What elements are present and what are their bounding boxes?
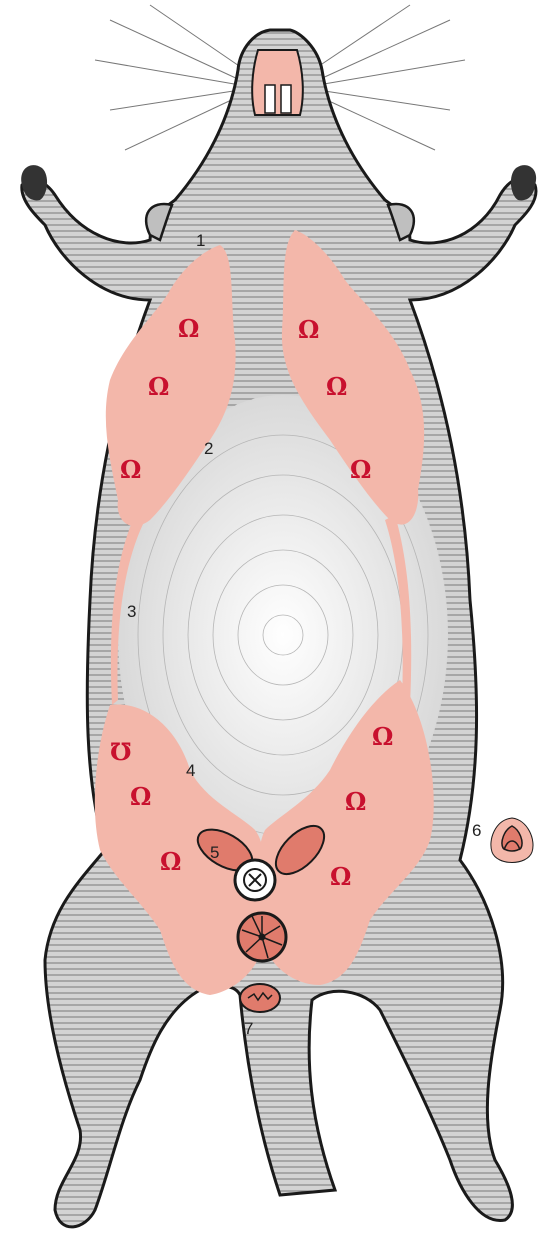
genital-papilla — [240, 984, 280, 1012]
label-6: 6 — [472, 821, 481, 840]
nipple-icon: Ω — [160, 847, 181, 876]
nipple-icon: Ω — [298, 315, 319, 344]
radial-anus-icon — [238, 913, 286, 961]
mouth — [252, 50, 303, 115]
nipple-icon: Ω — [350, 455, 371, 484]
incisor-right — [281, 85, 291, 113]
nipple-icon: Ω — [345, 787, 366, 816]
nipple-icon: Ω — [120, 455, 141, 484]
label-2: 2 — [204, 439, 213, 458]
label-4: 4 — [186, 761, 195, 780]
label-5: 5 — [210, 843, 219, 862]
glans-icon — [491, 818, 533, 863]
nipple-icon: Ω — [148, 372, 169, 401]
nipple-icon: ℧ — [110, 737, 131, 766]
nipple-icon: Ω — [372, 722, 393, 751]
incisor-left — [265, 85, 275, 113]
label-1: 1 — [196, 231, 205, 250]
nipple-icon: Ω — [330, 862, 351, 891]
cross-circle-icon — [235, 860, 275, 900]
label-3: 3 — [127, 602, 136, 621]
nipple-icon: Ω — [326, 372, 347, 401]
nipple-icon: Ω — [130, 782, 151, 811]
label-7: 7 — [244, 1019, 253, 1038]
nipple-icon: Ω — [178, 314, 199, 343]
